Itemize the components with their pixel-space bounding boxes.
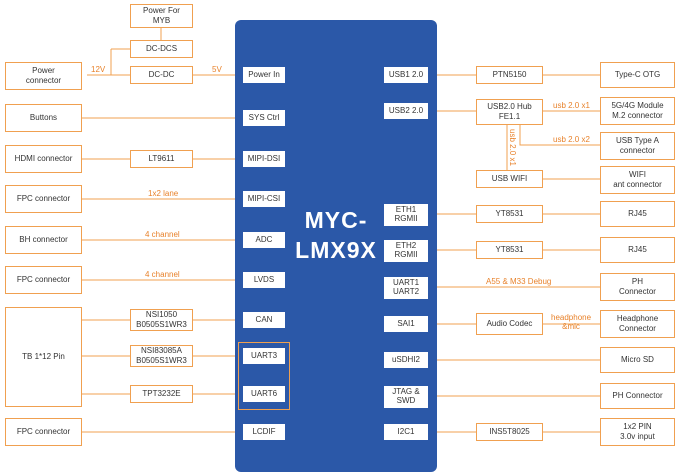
yt8531-eth2-box: YT8531 xyxy=(476,241,543,259)
tpt3232e-box: TPT3232E xyxy=(130,385,193,403)
ins5t8025-box: INS5T8025 xyxy=(476,423,543,441)
pin-sai1: SAI1 xyxy=(384,316,428,332)
fpc-connector-lvds-box: FPC connector xyxy=(5,266,82,294)
dc-dc-box: DC-DC xyxy=(130,66,193,84)
pin-mipi-dsi: MIPI-DSI xyxy=(243,151,285,167)
pin-uart6: UART6 xyxy=(243,386,285,402)
label-1x2-lane: 1x2 lane xyxy=(148,189,179,198)
pin-uart3: UART3 xyxy=(243,348,285,364)
pin-uart1-uart2: UART1 UART2 xyxy=(384,277,428,299)
pin-i2c1: I2C1 xyxy=(384,424,428,440)
label-12v: 12V xyxy=(91,65,106,74)
label-usb-vertical: usb 2.0 x1 xyxy=(508,129,517,166)
buttons-box: Buttons xyxy=(5,104,82,132)
pin-sys-ctrl: SYS Ctrl xyxy=(243,110,285,126)
nsi83085a-box: NSI83085A B0505S1WR3 xyxy=(130,345,193,367)
pin-mipi-csi: MIPI-CSI xyxy=(243,191,285,207)
pin-eth2: ETH2 RGMII xyxy=(384,240,428,262)
pin-eth1: ETH1 RGMII xyxy=(384,204,428,226)
ptn5150-box: PTN5150 xyxy=(476,66,543,84)
pin-usdhi2: uSDHI2 xyxy=(384,352,428,368)
usb-type-a-box: USB Type A connector xyxy=(600,132,675,160)
pin-power-in: Power In xyxy=(243,67,285,83)
module-5g-4g-box: 5G/4G Module M.2 connector xyxy=(600,97,675,125)
pin-can: CAN xyxy=(243,312,285,328)
hdmi-connector-box: HDMI connector xyxy=(5,145,82,173)
ph-connector-jtag-box: PH Connector xyxy=(600,383,675,409)
lt9611-box: LT9611 xyxy=(130,150,193,168)
label-usb-x1: usb 2.0 x1 xyxy=(553,101,590,110)
usb-hub-box: USB2.0 Hub FE1.1 xyxy=(476,99,543,125)
audio-codec-box: Audio Codec xyxy=(476,313,543,335)
pin-usb2: USB2 2.0 xyxy=(384,103,428,119)
wifi-ant-connector-box: WIFI ant connector xyxy=(600,166,675,194)
tb-pin-box: TB 1*12 Pin xyxy=(5,307,82,407)
label-headphone-mic: headphone &mic xyxy=(551,313,592,331)
pin-lvds: LVDS xyxy=(243,272,285,288)
pin-1x2-input-box: 1x2 PIN 3.0v input xyxy=(600,418,675,446)
type-c-otg-box: Type-C OTG xyxy=(600,62,675,88)
ph-connector-debug-box: PH Connector xyxy=(600,273,675,301)
rj45-eth2-box: RJ45 xyxy=(600,237,675,263)
fpc-connector-lcdif-box: FPC connector xyxy=(5,418,82,446)
label-debug: A55 & M33 Debug xyxy=(486,277,552,286)
nsi1050-box: NSI1050 B0505S1WR3 xyxy=(130,309,193,331)
label-5v: 5V xyxy=(212,65,222,74)
label-adc-4-channel: 4 channel xyxy=(145,230,180,239)
power-connector-box: Power connector xyxy=(5,62,82,90)
bh-connector-box: BH connector xyxy=(5,226,82,254)
power-for-myb-box: Power For MYB xyxy=(130,4,193,28)
label-lvds-4-channel: 4 channel xyxy=(145,270,180,279)
micro-sd-box: Micro SD xyxy=(600,347,675,373)
fpc-connector-csi-box: FPC connector xyxy=(5,185,82,213)
yt8531-eth1-box: YT8531 xyxy=(476,205,543,223)
headphone-connector-box: Headphone Connector xyxy=(600,310,675,338)
pin-adc: ADC xyxy=(243,232,285,248)
core-module-title: MYC- LMX9X xyxy=(295,207,377,263)
rj45-eth1-box: RJ45 xyxy=(600,201,675,227)
pin-jtag-swd: JTAG & SWD xyxy=(384,386,428,408)
pin-usb1: USB1 2.0 xyxy=(384,67,428,83)
dc-dcs-box: DC-DCS xyxy=(130,40,193,58)
usb-wifi-box: USB WIFI xyxy=(476,170,543,188)
uart-group-frame xyxy=(238,342,290,410)
label-usb-x2: usb 2.0 x2 xyxy=(553,135,590,144)
pin-lcdif: LCDIF xyxy=(243,424,285,440)
